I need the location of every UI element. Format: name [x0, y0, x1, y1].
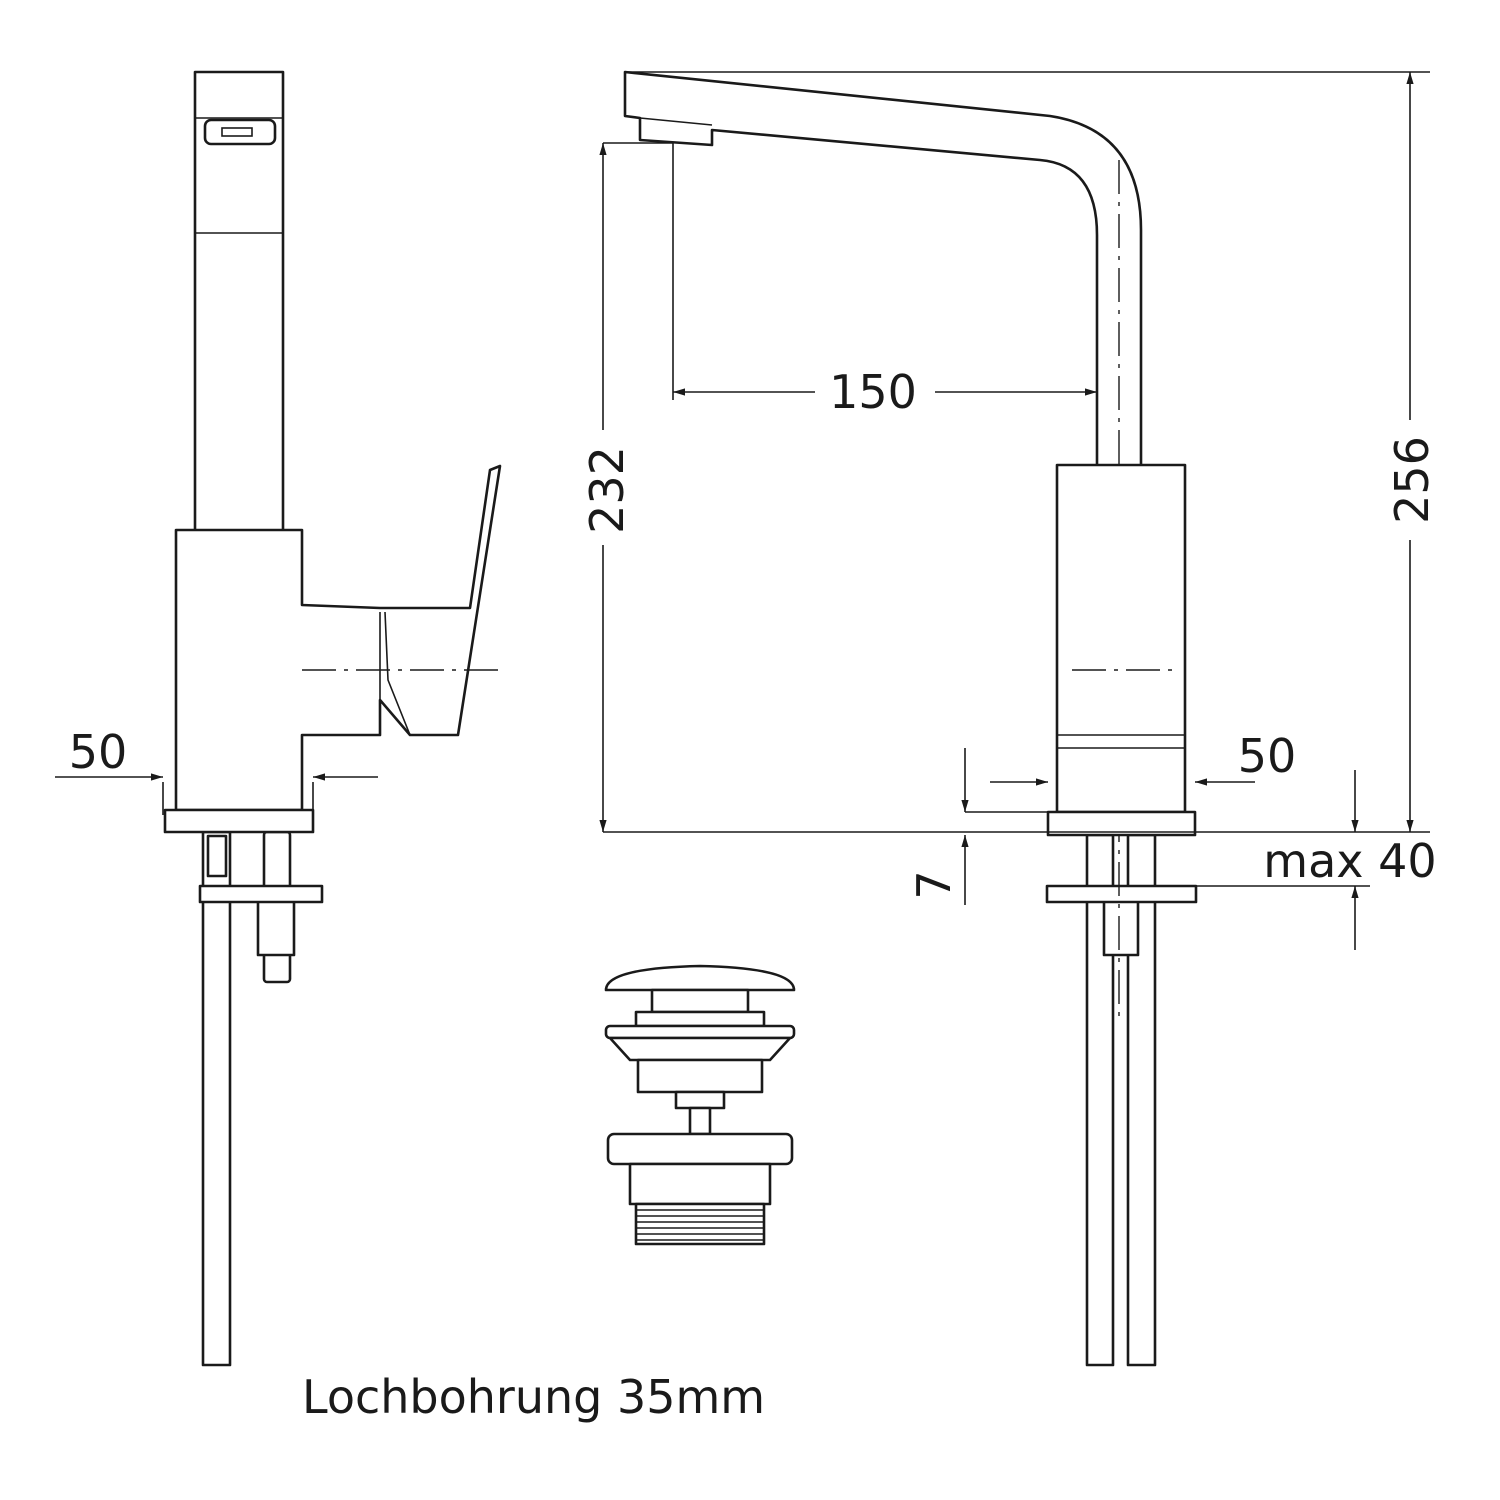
hose-connector: [206, 834, 228, 878]
drain-flange: [606, 1132, 794, 1166]
drain-valve: [604, 964, 796, 1246]
spout-column: [193, 70, 285, 534]
mounting-plate: [1045, 884, 1198, 904]
base-offset-dimension: [961, 748, 1048, 905]
front-view-faucet: [623, 70, 1198, 1367]
spout: [623, 70, 1143, 468]
left-width-label: 50: [69, 725, 128, 779]
mounting-plate: [198, 884, 324, 904]
total-height-label: 256: [1385, 436, 1439, 524]
side-view-faucet: [163, 70, 502, 1367]
counter-thickness-label: max 40: [1263, 834, 1436, 888]
supply-hose: [201, 830, 232, 1367]
counter-thickness-dimension: [1196, 770, 1370, 950]
spout-height-label: 232: [580, 446, 634, 534]
base-offset-label: 7: [907, 870, 961, 899]
base-plate: [1046, 810, 1197, 837]
drain-cap: [604, 964, 796, 992]
body: [1055, 463, 1187, 814]
reach-label: 150: [829, 365, 917, 419]
body-with-lever: [174, 464, 502, 812]
mounting-nut: [256, 898, 296, 957]
aerator: [203, 118, 277, 146]
right-width-label: 50: [1238, 729, 1297, 783]
hole-diameter-caption: Lochbohrung 35mm: [302, 1370, 765, 1424]
left-width-dimension: [55, 773, 378, 815]
base-plate: [163, 808, 315, 834]
mounting-nut: [1102, 898, 1140, 957]
